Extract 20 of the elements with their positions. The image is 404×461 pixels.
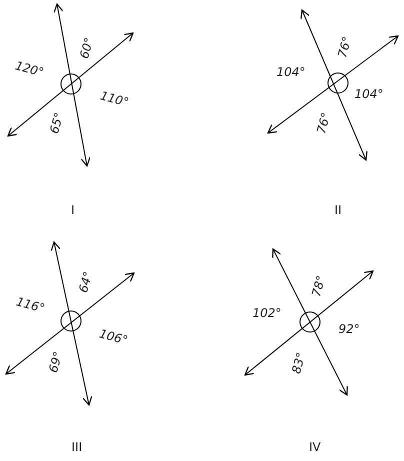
figure-number: II	[334, 203, 342, 217]
figure-number: I	[71, 203, 75, 217]
angle-label: 106°	[97, 326, 129, 348]
angle-label: 64°	[76, 270, 95, 294]
angle-label: 65°	[46, 110, 66, 136]
angle-label: 110°	[98, 88, 130, 110]
angle-label: 76°	[334, 34, 354, 60]
angle-label: 104°	[354, 87, 384, 101]
angle-label: 83°	[288, 350, 308, 376]
angle-label: 78°	[308, 274, 328, 298]
angle-label: 92°	[338, 322, 360, 336]
angle-label: 60°	[76, 36, 96, 60]
angle-label: 76°	[314, 110, 333, 136]
angle-label: 120°	[13, 58, 45, 80]
angle-label: 104°	[276, 65, 306, 79]
angle-label: 116°	[14, 294, 46, 316]
figure-number: IV	[309, 440, 321, 454]
angle-label: 69°	[46, 350, 65, 374]
figure-number: III	[72, 440, 82, 454]
angle-label: 102°	[252, 306, 282, 320]
